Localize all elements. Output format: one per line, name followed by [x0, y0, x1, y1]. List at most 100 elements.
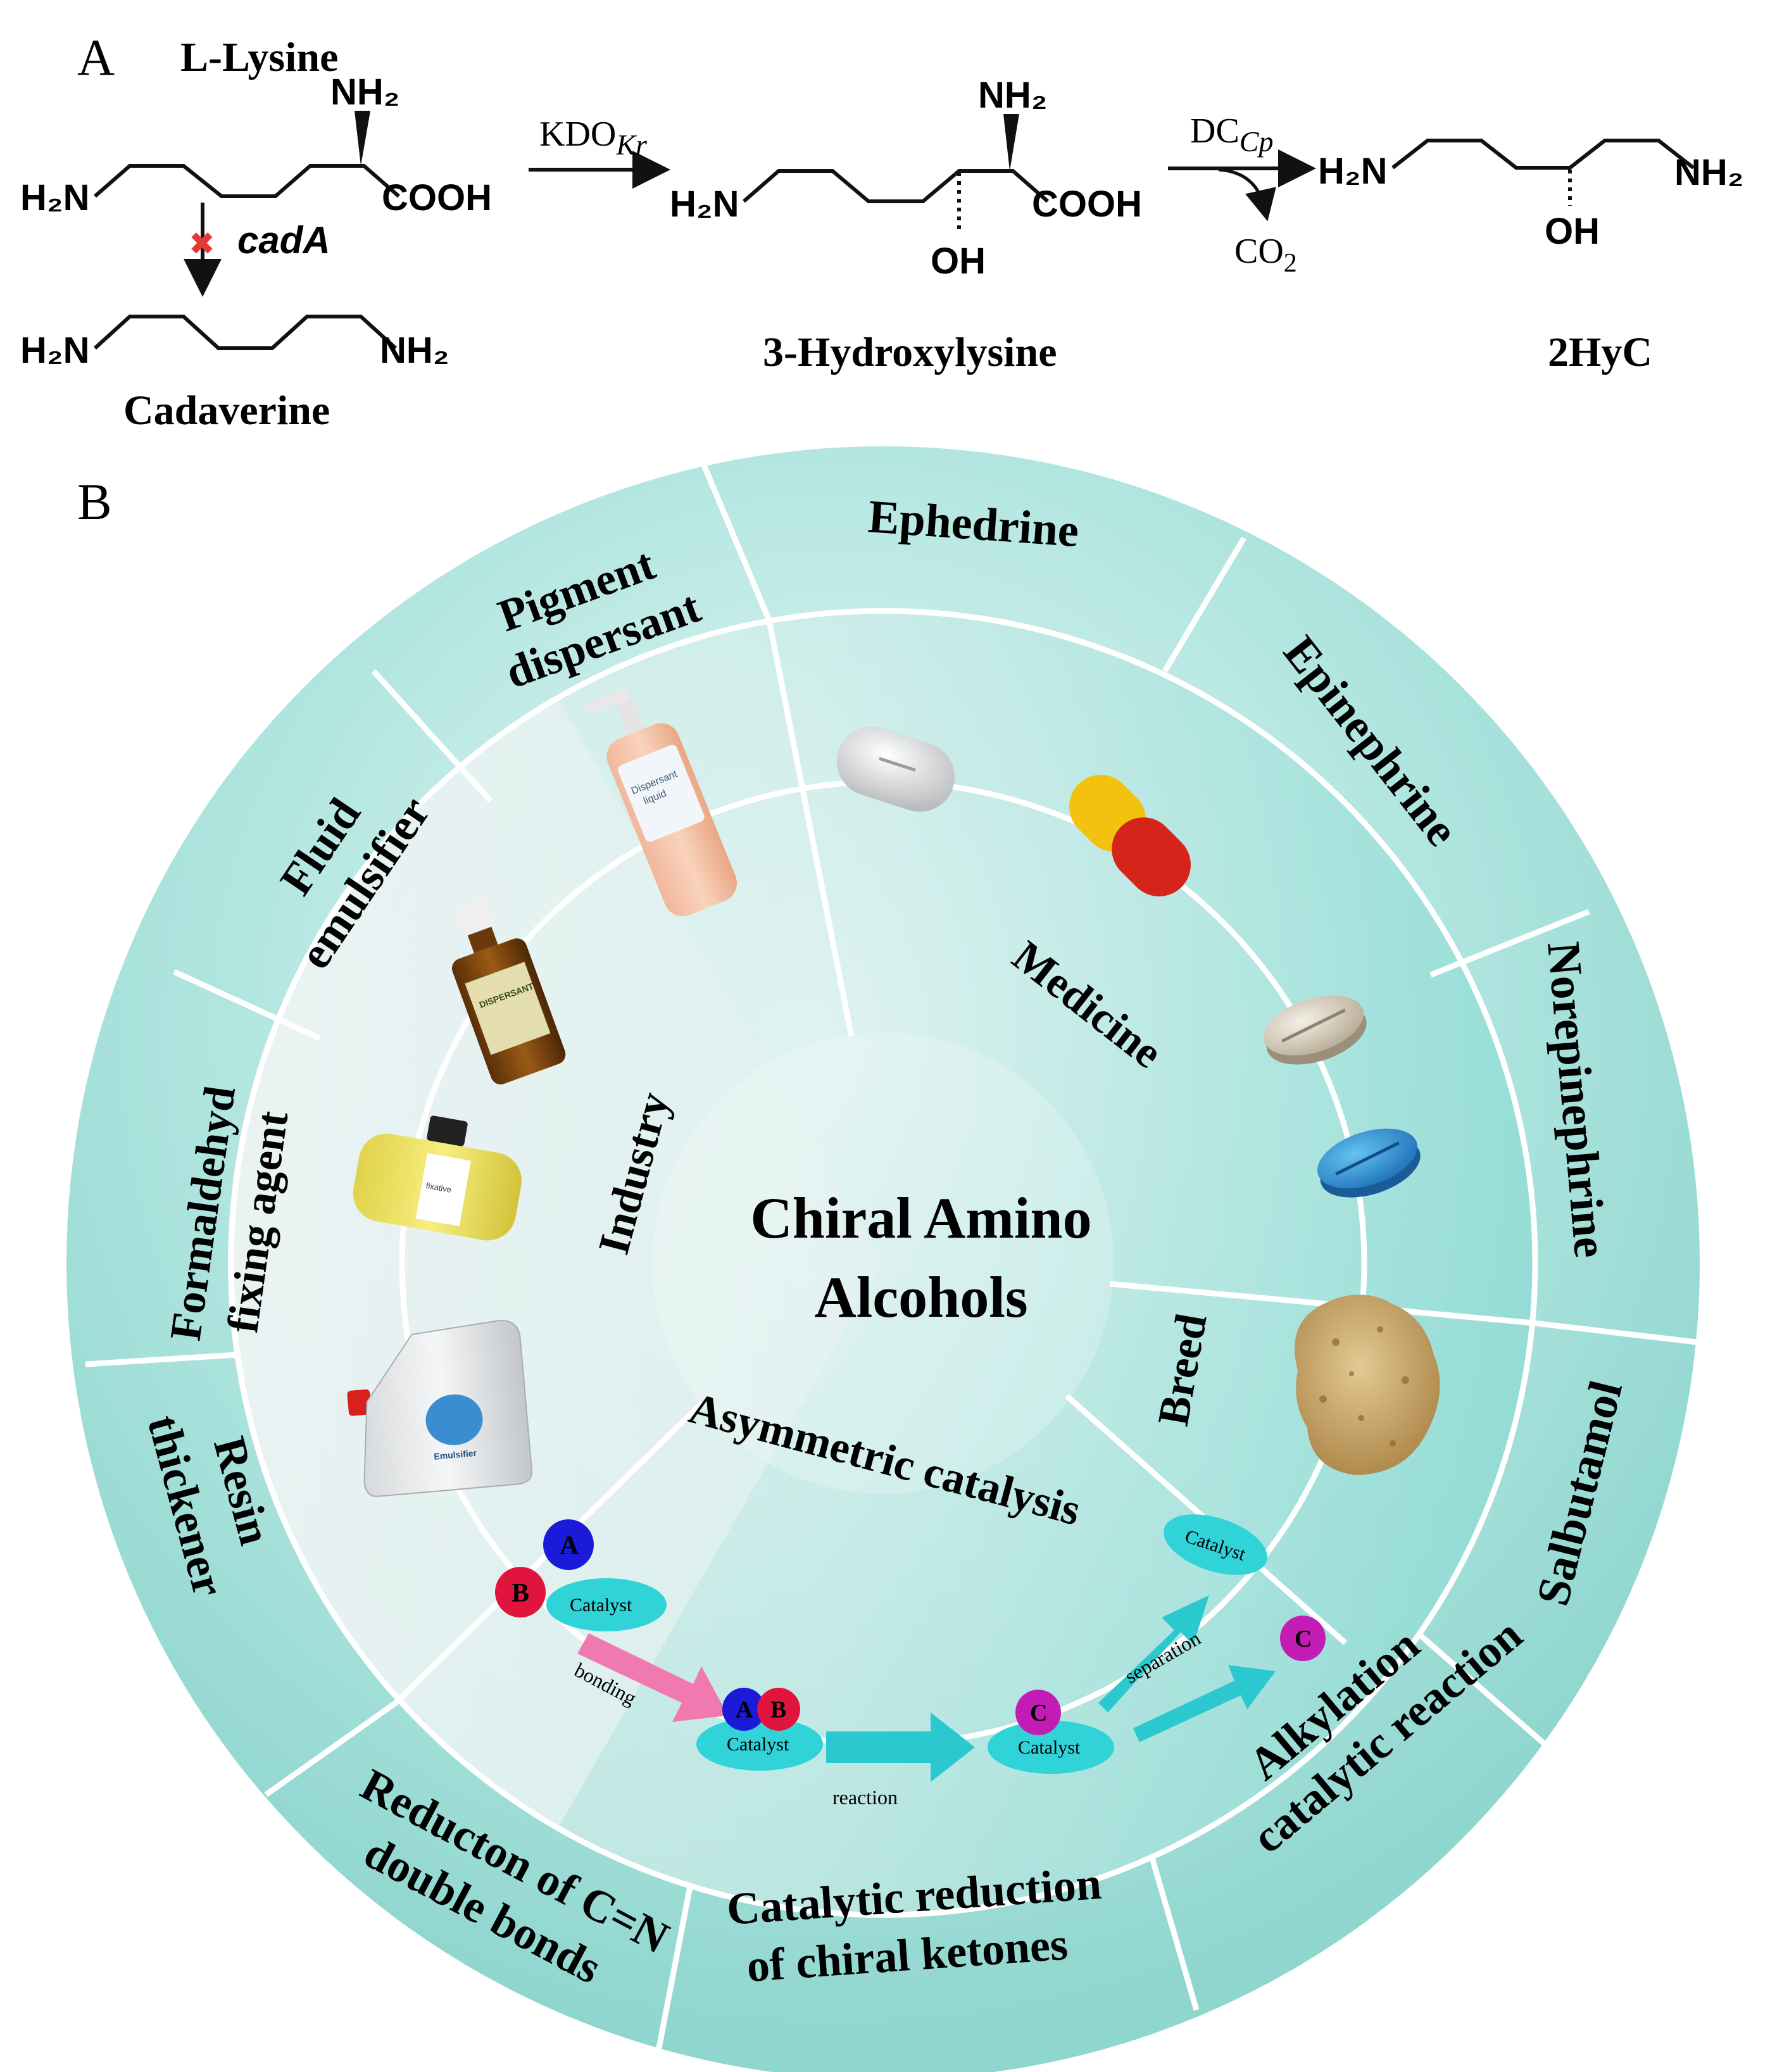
brown-bottle-neck — [467, 926, 498, 953]
bound-a-label: A — [736, 1697, 753, 1723]
cadaverine-right-amine: NH₂ — [380, 330, 449, 371]
divider-epinephrine-norepinephrine — [1429, 908, 1590, 978]
cadaverine-chain — [93, 315, 398, 350]
center-label-line1: Chiral Amino — [750, 1186, 1091, 1250]
center-circle — [652, 1032, 1114, 1494]
hydroxylysine-name: 3-Hydroxylysine — [763, 329, 1057, 375]
jug-cap — [347, 1389, 372, 1416]
soap-pump-nozzle — [585, 689, 629, 715]
brown-bottle-image: DISPERSANT — [452, 900, 566, 1084]
jug-logo — [425, 1394, 483, 1445]
bound-a — [722, 1688, 765, 1731]
product-name: 2HyC — [1548, 329, 1652, 375]
blue-tablet-score — [1335, 1141, 1400, 1176]
yellow-bottle-label: fixative — [425, 1181, 452, 1195]
catalyst-product-label: Catalyst — [1018, 1737, 1081, 1758]
feed-grain — [1332, 1338, 1340, 1346]
reactant-a-label: A — [560, 1531, 579, 1560]
feed-grain — [1390, 1440, 1396, 1447]
step2-arrow-group: DCCp CO2 — [1168, 111, 1316, 278]
product-c-bound — [1015, 1690, 1061, 1735]
step2-enzyme: DCCp — [1190, 111, 1273, 158]
bound-b — [757, 1688, 800, 1731]
cadaverine-name: Cadaverine — [123, 387, 330, 434]
hydroxylysine-left-amine: H₂N — [670, 184, 739, 225]
cadA-gene-label: cadA — [237, 219, 330, 261]
co2-release-arrow — [1218, 168, 1276, 222]
soap-bottle-label-bg — [618, 744, 705, 842]
blue-tablet-image — [1317, 1128, 1421, 1198]
catalyst-start — [546, 1578, 667, 1631]
divider-ephedrine-pigment — [700, 461, 772, 622]
catalyst-start-label: Catalyst — [570, 1595, 632, 1616]
capsule-yellow-half — [1069, 775, 1146, 852]
white-pill-score — [879, 757, 916, 772]
divider-formaldehyd-fluid — [173, 969, 321, 1041]
catalyst-product — [988, 1721, 1114, 1774]
panel-a: A L-Lysine H₂N NH₂ COOH ✖ cadA H₂N NH₂ C… — [20, 28, 1744, 434]
feed-grain — [1319, 1395, 1327, 1403]
divider-fluid-pigment — [371, 669, 493, 803]
divider-alkylation-ketones — [1149, 1857, 1200, 2011]
capsule-image — [1069, 775, 1191, 896]
jug-label: Emulsifier — [434, 1448, 477, 1462]
product-c-bound-label: C — [1030, 1700, 1047, 1726]
hydroxylysine-hydroxyl: OH — [931, 241, 986, 282]
lysine-name: L-Lysine — [180, 34, 338, 80]
middle-ring-fill — [231, 611, 1535, 1915]
feed-pile-image — [1295, 1295, 1440, 1475]
separation-arrow-up — [1098, 1595, 1209, 1712]
knockout-mark: ✖ — [189, 226, 215, 261]
outer-ring — [228, 608, 1538, 1918]
hydroxylysine-top-amine: NH₂ — [978, 75, 1048, 116]
hydroxylysine-acid: COOH — [1032, 184, 1142, 225]
product-hydroxyl: OH — [1545, 211, 1600, 252]
hydroxylysine-chain — [743, 169, 1049, 203]
product-left-amine: H₂N — [1318, 151, 1388, 192]
lysine-wedge-bond — [355, 111, 370, 166]
separation-arrow-right — [1133, 1665, 1276, 1742]
reaction-label: reaction — [832, 1786, 898, 1809]
bound-b-label: B — [770, 1697, 786, 1723]
lysine-top-amine: NH₂ — [330, 72, 400, 113]
soap-pump-neck — [613, 693, 648, 741]
divider-ketones-reduction — [655, 1886, 693, 2052]
step1-enzyme: KDOKr — [539, 115, 648, 161]
jug-image: Emulsifier — [347, 1319, 532, 1497]
reactant-b-label: B — [512, 1579, 529, 1608]
lysine-structure: L-Lysine H₂N NH₂ COOH — [20, 34, 492, 218]
lysine-acid: COOH — [382, 177, 492, 218]
product-c-free-label: C — [1295, 1626, 1312, 1652]
hydroxylysine-structure: H₂N NH₂ COOH OH 3-Hydroxylysine — [670, 75, 1142, 375]
feed-pile — [1295, 1295, 1440, 1475]
beige-tablet-score — [1281, 1008, 1346, 1043]
lysine-chain — [94, 164, 400, 198]
catalyst-bound — [696, 1717, 823, 1771]
panel-b-label: B — [77, 473, 112, 531]
catalyst-bound-label: Catalyst — [727, 1734, 789, 1755]
divider-medicine-breed — [1109, 1281, 1535, 1326]
feed-grain — [1349, 1371, 1354, 1376]
brown-bottle-label-bg — [465, 962, 551, 1055]
reactant-b — [495, 1567, 546, 1617]
divider-salbutamol-alkylation — [1416, 1631, 1547, 1747]
panel-b: B Chira — [66, 446, 1700, 2072]
reaction-arrow — [826, 1712, 975, 1782]
reactant-a — [543, 1519, 594, 1570]
lysine-left-amine: H₂N — [20, 177, 90, 218]
soap-bottle-image: Dispersant liquid — [585, 689, 737, 917]
divider-norepinephrine-salbutamol — [1533, 1320, 1697, 1345]
divider-industry-medicine — [766, 620, 855, 1037]
product-structure: H₂N NH₂ OH 2HyC — [1318, 139, 1744, 375]
center-label-line2: Alcohols — [814, 1265, 1027, 1329]
yellow-bottle-label-bg — [415, 1153, 471, 1227]
product-c-free — [1280, 1616, 1326, 1661]
divider-reduction-resin — [264, 1700, 398, 1797]
feed-speckles — [1319, 1326, 1409, 1447]
brown-bottle-cap — [455, 900, 494, 936]
capsule-red-half — [1112, 817, 1191, 896]
feed-grain — [1358, 1415, 1364, 1421]
beige-tablet-image — [1263, 995, 1367, 1065]
catalyst-released — [1164, 1514, 1267, 1575]
